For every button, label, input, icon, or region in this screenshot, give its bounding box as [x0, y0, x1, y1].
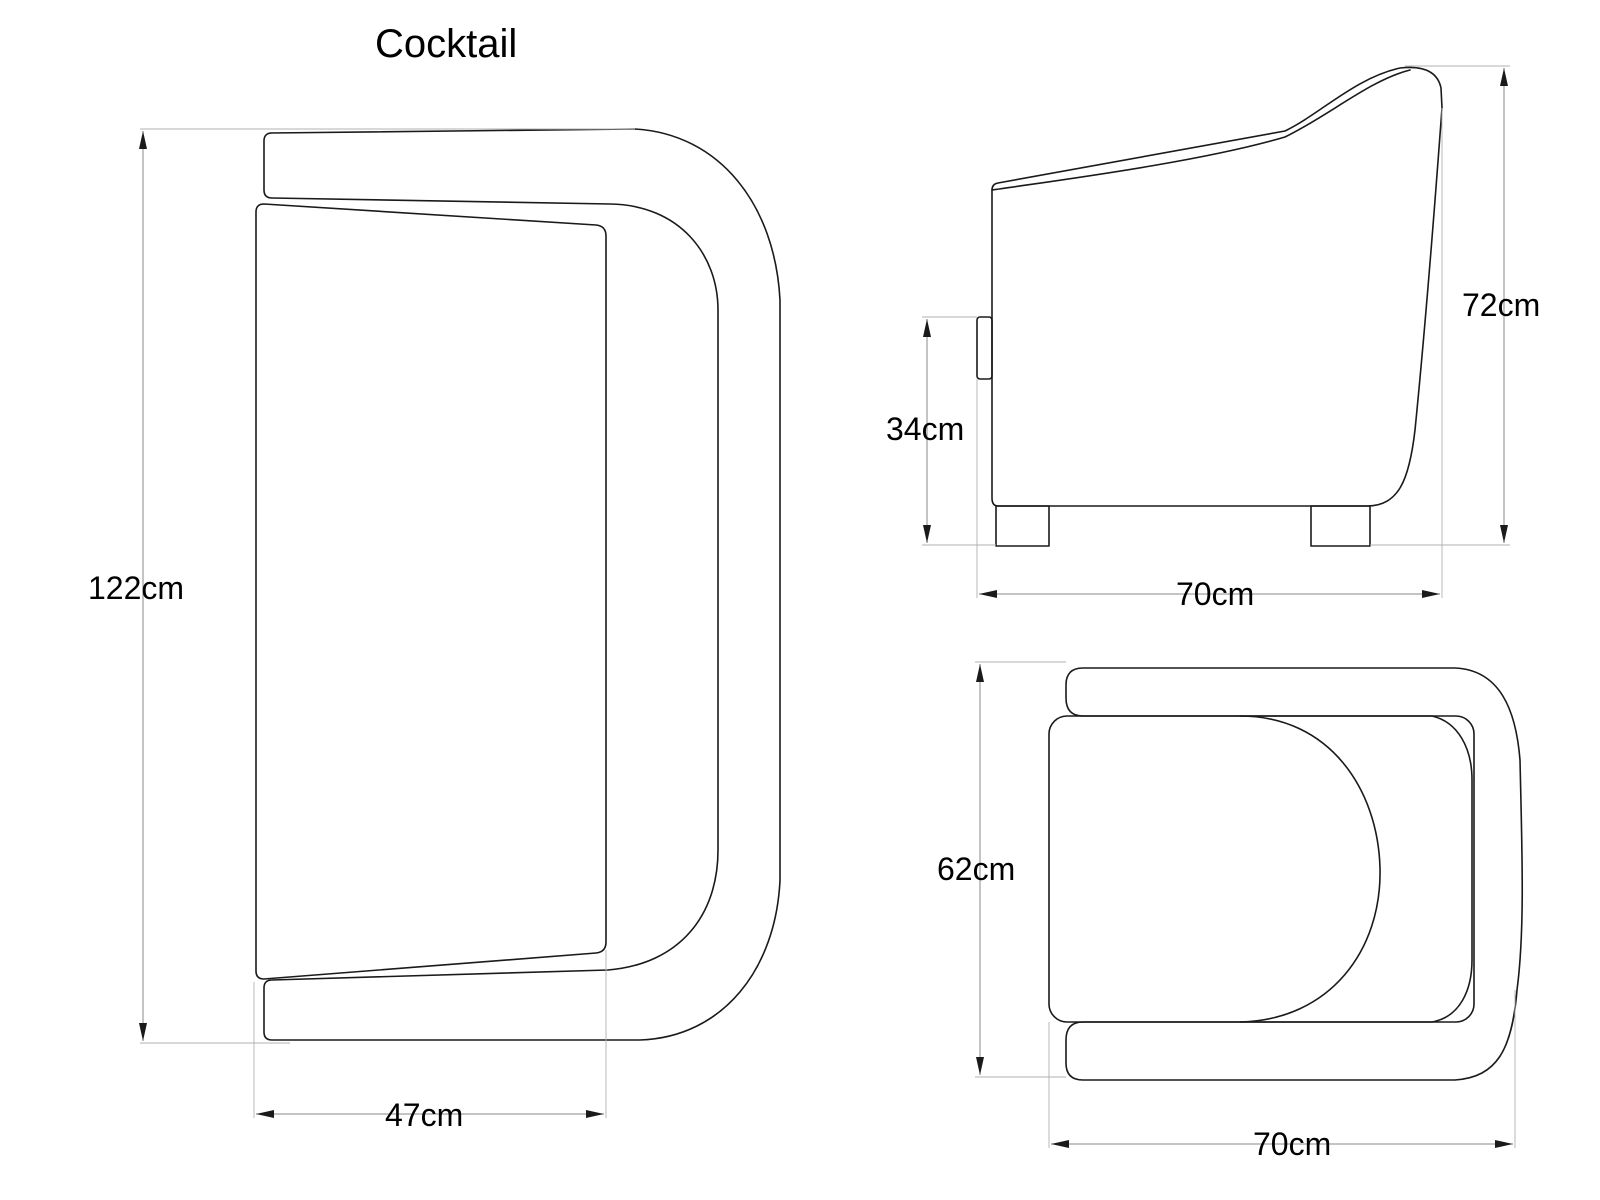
front-height-arrow-bottom [139, 1023, 147, 1041]
top-width-label: 62cm [937, 851, 1015, 887]
side-view: 34cm 72cm 70cm [886, 65, 1540, 612]
side-view-body-outline [991, 66, 1443, 507]
top-view-body-outline [1065, 667, 1524, 1081]
side-depth-label: 70cm [1176, 576, 1254, 612]
top-view-seat-cushion [1048, 715, 1475, 1023]
top-depth-arrow-left [1051, 1140, 1069, 1148]
side-view-leg-back [1310, 505, 1371, 547]
side-height-label: 72cm [1462, 287, 1540, 323]
front-view-body-outline [263, 128, 781, 1041]
front-view-seat-cushion [255, 203, 607, 980]
front-width-arrow-right [586, 1110, 604, 1118]
top-width-arrow-top [976, 664, 984, 682]
top-view: 62cm 70cm [937, 661, 1524, 1162]
side-seat-arrow-top [923, 319, 931, 337]
front-width-arrow-left [256, 1110, 274, 1118]
front-height-label: 122cm [88, 570, 184, 606]
side-view-arm-pad [976, 316, 993, 380]
side-view-back-fold [991, 69, 1411, 191]
side-seat-arrow-bottom [923, 525, 931, 543]
top-depth-arrow-right [1495, 1140, 1513, 1148]
side-depth-arrow-left [979, 590, 997, 598]
front-view: 122cm 47cm [88, 128, 781, 1133]
side-depth-arrow-right [1422, 590, 1440, 598]
top-width-arrow-bottom [976, 1057, 984, 1075]
side-seat-height-label: 34cm [886, 411, 964, 447]
top-depth-label: 70cm [1253, 1126, 1331, 1162]
top-view-round-seat [1239, 715, 1381, 1023]
front-height-arrow-top [139, 131, 147, 149]
drawing-title: Cocktail [375, 22, 517, 66]
front-width-label: 47cm [385, 1097, 463, 1133]
side-height-arrow-top [1500, 68, 1508, 86]
side-height-arrow-bottom [1500, 525, 1508, 543]
side-view-leg-front [995, 505, 1050, 547]
